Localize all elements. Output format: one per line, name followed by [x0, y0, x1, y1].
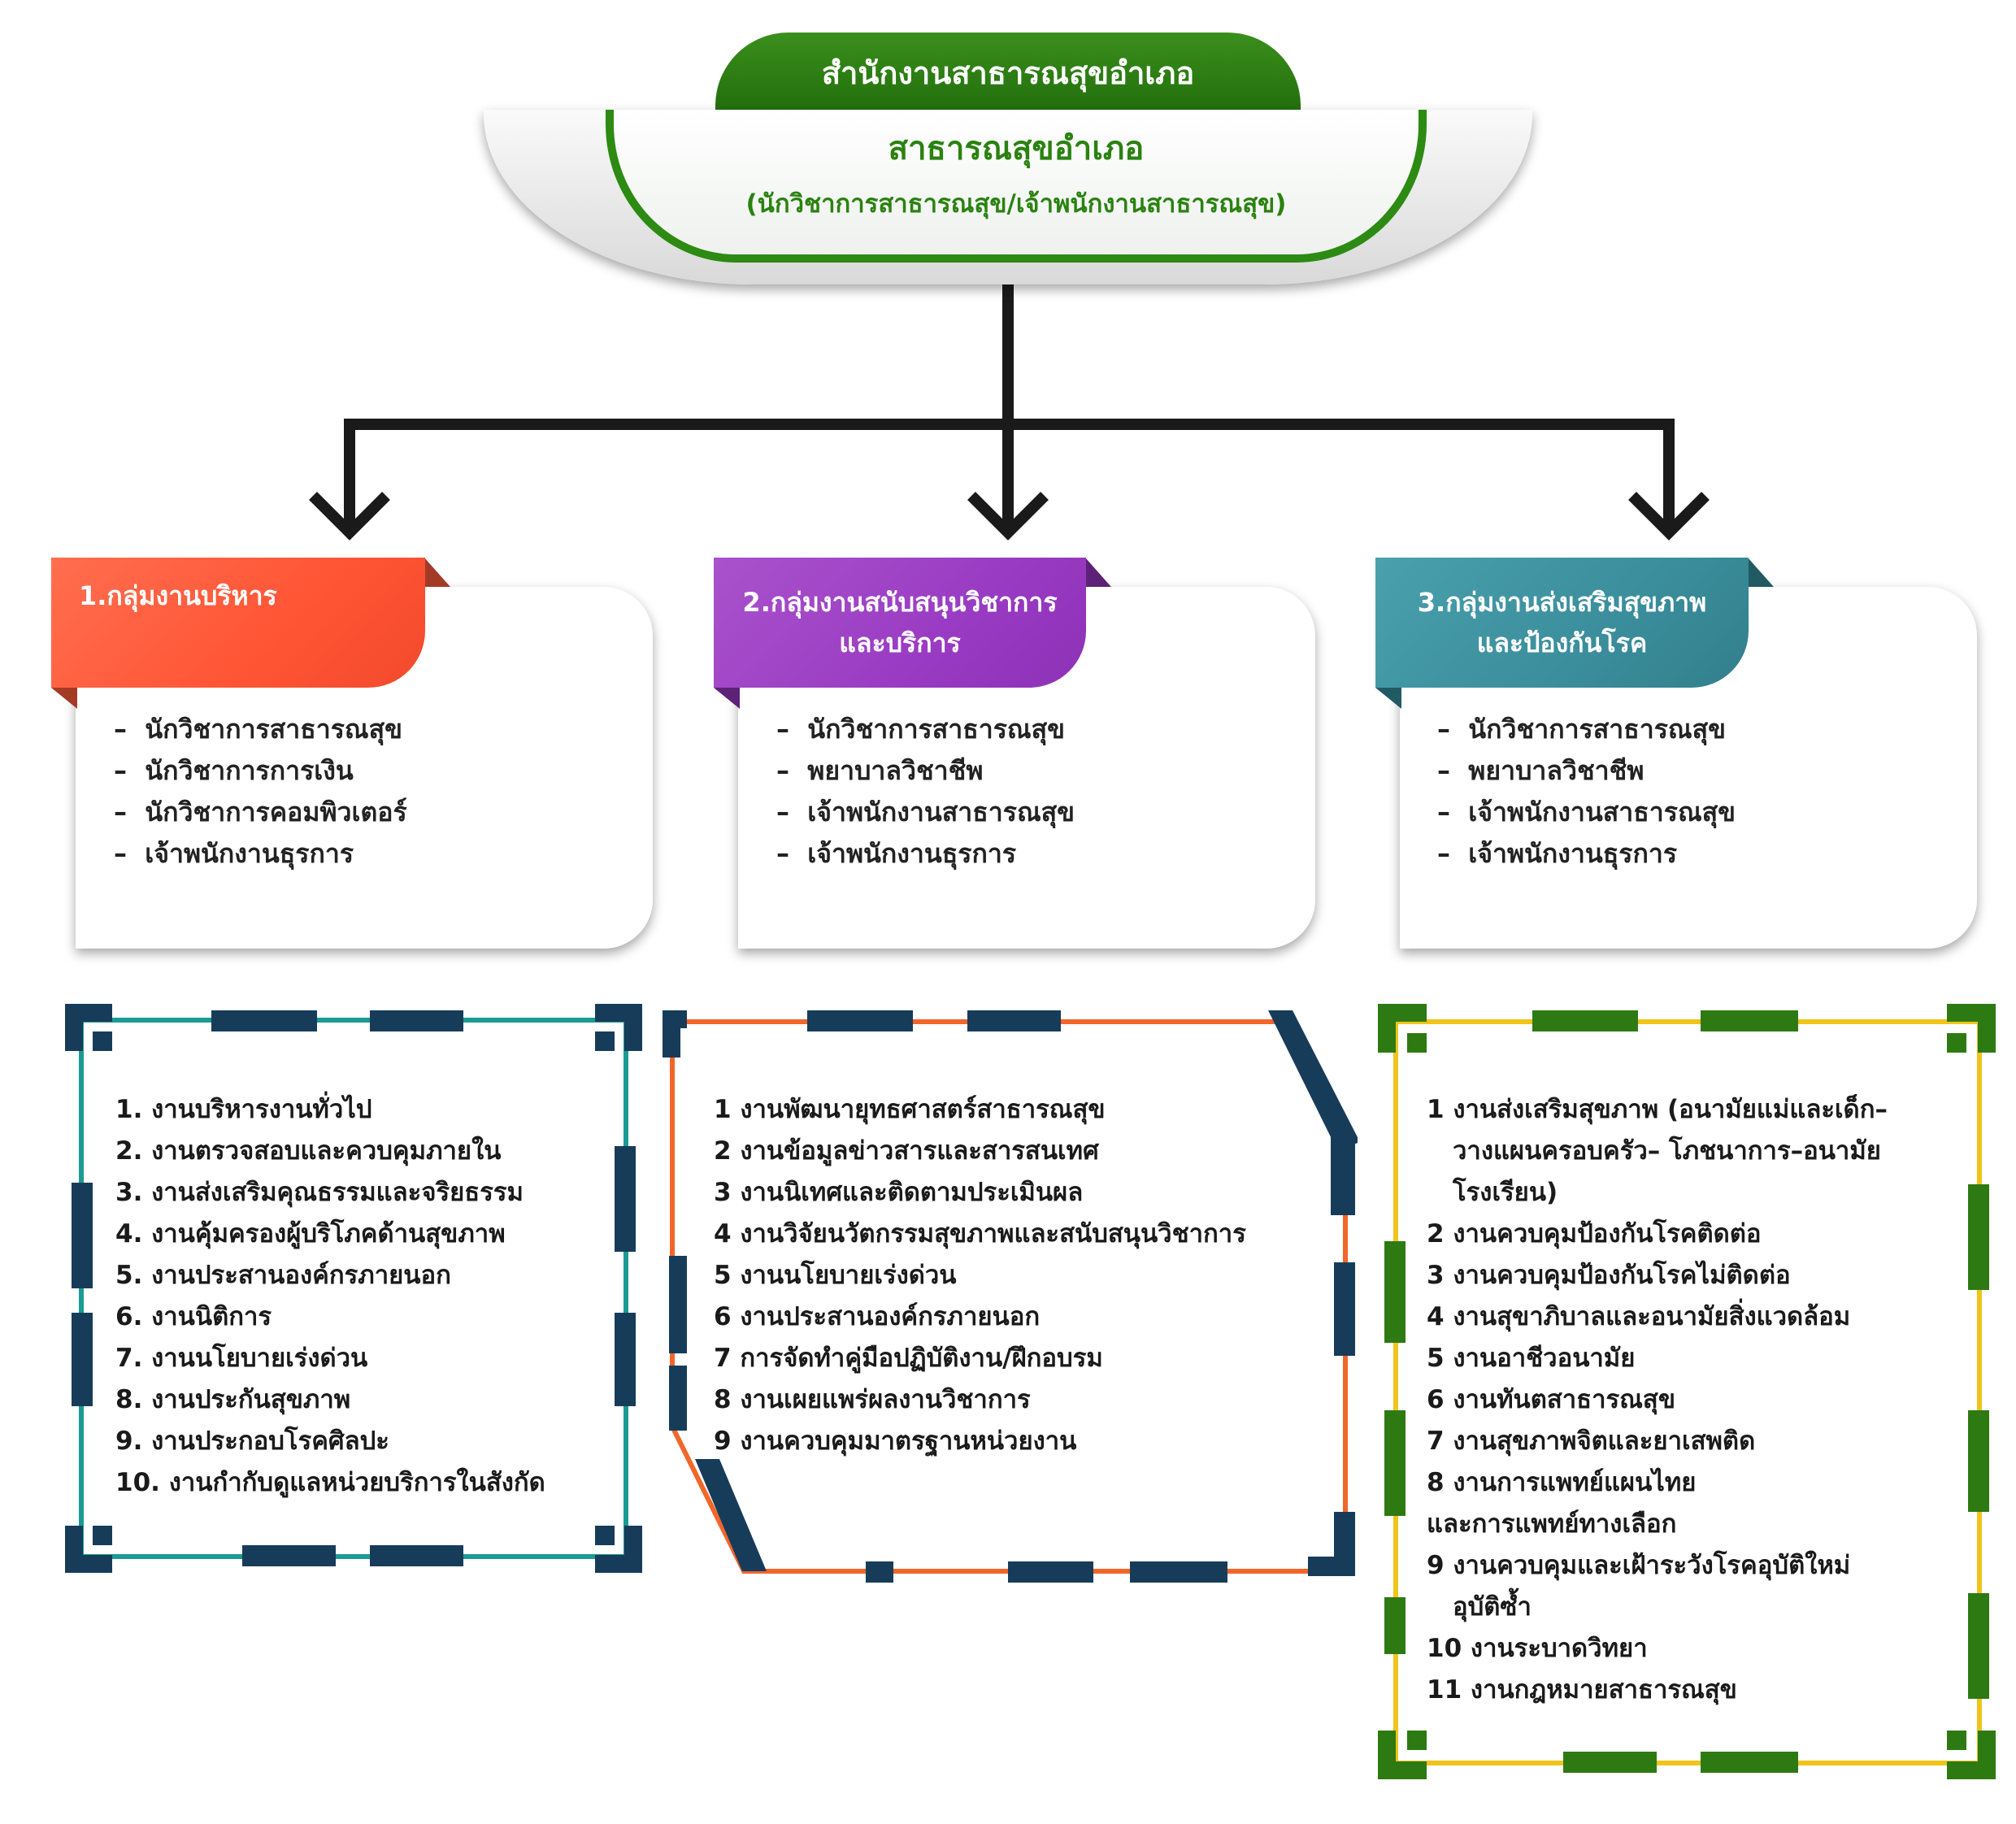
task-item: 3 งานนิเทศและติดตามประเมินผล	[714, 1178, 1084, 1207]
task-item: 6 งานทันตสาธารณสุข	[1427, 1385, 1676, 1414]
task-item: 9. งานประกอบโรคศิลปะ	[115, 1427, 389, 1456]
group-header-fold	[424, 558, 450, 587]
group-header-prevention: 3.กลุ่มงานส่งเสริมสุขภาพ และป้องกันโรค	[1375, 558, 1749, 688]
task-item: 2 งานข้อมูลข่าวสารและสารสนเทศ	[714, 1136, 1099, 1166]
task-item: 5 งานนโยบายเร่งด่วน	[714, 1261, 957, 1290]
task-item: 4. งานคุ้มครองผู้บริโภคด้านสุขภาพ	[115, 1219, 506, 1249]
task-item: 6 งานประสานองค์กรภายนอก	[714, 1302, 1041, 1331]
task-frame-support	[663, 1010, 1358, 1583]
task-list-support: 1 งานพัฒนายุทธศาสตร์สาธารณสุข 2 งานข้อมู…	[714, 1089, 1246, 1462]
connector-arrows	[309, 284, 1710, 541]
task-item: 6. งานนิติการ	[115, 1302, 272, 1331]
task-item: 5 งานอาชีวอนามัย	[1427, 1344, 1636, 1373]
task-item: 4 งานสุขาภิบาลและอนามัยสิ่งแวดล้อม	[1427, 1302, 1851, 1331]
role-list-support: – นักวิชาการสาธารณสุข – พยาบาลวิชาชีพ – …	[776, 709, 1075, 875]
role-item: – นักวิชาการสาธารณสุข	[1437, 714, 1726, 745]
group-header-support: 2.กลุ่มงานสนับสนุนวิชาการ และบริการ	[714, 558, 1086, 688]
role-item: – เจ้าพนักงานธุรการ	[1437, 838, 1677, 869]
group-header-admin: 1.กลุ่มงานบริหาร	[51, 558, 425, 688]
task-item: 8 งานการแพทย์แผนไทย	[1427, 1468, 1697, 1497]
role-item: – นักวิชาการคอมพิวเตอร์	[114, 797, 407, 827]
group-header-underfold	[714, 688, 740, 709]
group-header-fold	[1085, 558, 1111, 587]
group-title-support-line1: 2.กลุ่มงานสนับสนุนวิชาการ	[742, 587, 1058, 618]
task-item: 7. งานนโยบายเร่งด่วน	[115, 1344, 368, 1373]
task-item: 3 งานควบคุมป้องกันโรคไม่ติดต่อ	[1427, 1261, 1791, 1290]
director-subtitle: (นักวิชาการสาธารณสุข/เจ้าพนักงานสาธารณสุ…	[745, 189, 1287, 219]
group-header-underfold	[1375, 688, 1401, 709]
role-item: – เจ้าพนักงานธุรการ	[114, 838, 354, 869]
task-item: โรงเรียน)	[1453, 1178, 1558, 1207]
role-item: – เจ้าพนักงานธุรการ	[776, 838, 1016, 869]
group-title-prevention-line1: 3.กลุ่มงานส่งเสริมสุขภาพ	[1417, 587, 1707, 618]
task-frame-admin	[65, 1004, 642, 1573]
role-list-admin: – นักวิชาการสาธารณสุข – นักวิชาการการเงิ…	[114, 709, 407, 875]
task-item: 8. งานประกันสุขภาพ	[115, 1385, 351, 1414]
task-item: และการแพทย์ทางเลือก	[1427, 1509, 1677, 1539]
task-frame-prevention	[1378, 1004, 1996, 1779]
task-list-prevention: 1 งานส่งเสริมสุขภาพ (อนามัยแม่และเด็ก– ว…	[1427, 1089, 1888, 1711]
task-item: วางแผนครอบครัว– โภชนาการ–อนามัย	[1453, 1136, 1881, 1166]
role-item: – เจ้าพนักงานสาธารณสุข	[776, 797, 1075, 827]
task-item: 4 งานวิจัยนวัตกรรมสุขภาพและสนับสนุนวิชาก…	[714, 1219, 1246, 1249]
role-item: – พยาบาลวิชาชีพ	[776, 755, 984, 786]
role-item: – เจ้าพนักงานสาธารณสุข	[1437, 797, 1736, 827]
group-title-admin: 1.กลุ่มงานบริหาร	[79, 580, 277, 611]
task-item: 1. งานบริหารงานทั่วไป	[115, 1095, 372, 1124]
task-item: 7 งานสุขภาพจิตและยาเสพติด	[1427, 1427, 1756, 1456]
task-item: 9 งานควบคุมมาตรฐานหน่วยงาน	[714, 1427, 1077, 1456]
task-item: 2 งานควบคุมป้องกันโรคติดต่อ	[1427, 1219, 1762, 1249]
role-item: – นักวิชาการการเงิน	[114, 755, 354, 786]
group-title-prevention-line2: และป้องกันโรค	[1476, 628, 1648, 658]
task-item: 9 งานควบคุมและเฝ้าระวังโรคอุบัติใหม่	[1427, 1551, 1851, 1580]
group-title-support-line2: และบริการ	[839, 628, 961, 658]
role-list-prevention: – นักวิชาการสาธารณสุข – พยาบาลวิชาชีพ – …	[1437, 709, 1736, 875]
task-item: 1 งานส่งเสริมสุขภาพ (อนามัยแม่และเด็ก–	[1427, 1095, 1888, 1124]
task-item: 7 การจัดทำคู่มือปฏิบัติงาน/ฝึกอบรม	[714, 1344, 1103, 1373]
task-list-admin: 1. งานบริหารงานทั่วไป 2. งานตรวจสอบและคว…	[115, 1089, 545, 1504]
task-item: 11 งานกฎหมายสาธารณสุข	[1427, 1675, 1737, 1705]
role-item: – นักวิชาการสาธารณสุข	[114, 714, 402, 745]
role-item: – นักวิชาการสาธารณสุข	[776, 714, 1065, 745]
task-item: 5. งานประสานองค์กรภายนอก	[115, 1261, 451, 1290]
task-item: 2. งานตรวจสอบและควบคุมภายใน	[115, 1136, 502, 1166]
task-item: 3. งานส่งเสริมคุณธรรมและจริยธรรม	[115, 1178, 524, 1207]
task-item: 10 งานระบาดวิทยา	[1427, 1634, 1648, 1663]
task-item: 10. งานกำกับดูแลหน่วยบริการในสังกัด	[115, 1468, 545, 1497]
task-item: อุบัติซ้ำ	[1453, 1592, 1532, 1622]
task-item: 1 งานพัฒนายุทธศาสตร์สาธารณสุข	[714, 1095, 1106, 1124]
director-title: สาธารณสุขอำเภอ	[888, 130, 1145, 167]
role-item: – พยาบาลวิชาชีพ	[1437, 755, 1645, 786]
group-header-fold	[1748, 558, 1774, 587]
office-tab: สำนักงานสาธารณสุขอำเภอ	[715, 33, 1301, 122]
group-header-underfold	[51, 688, 77, 709]
task-item: 8 งานเผยแพร่ผลงานวิชาการ	[714, 1385, 1031, 1414]
